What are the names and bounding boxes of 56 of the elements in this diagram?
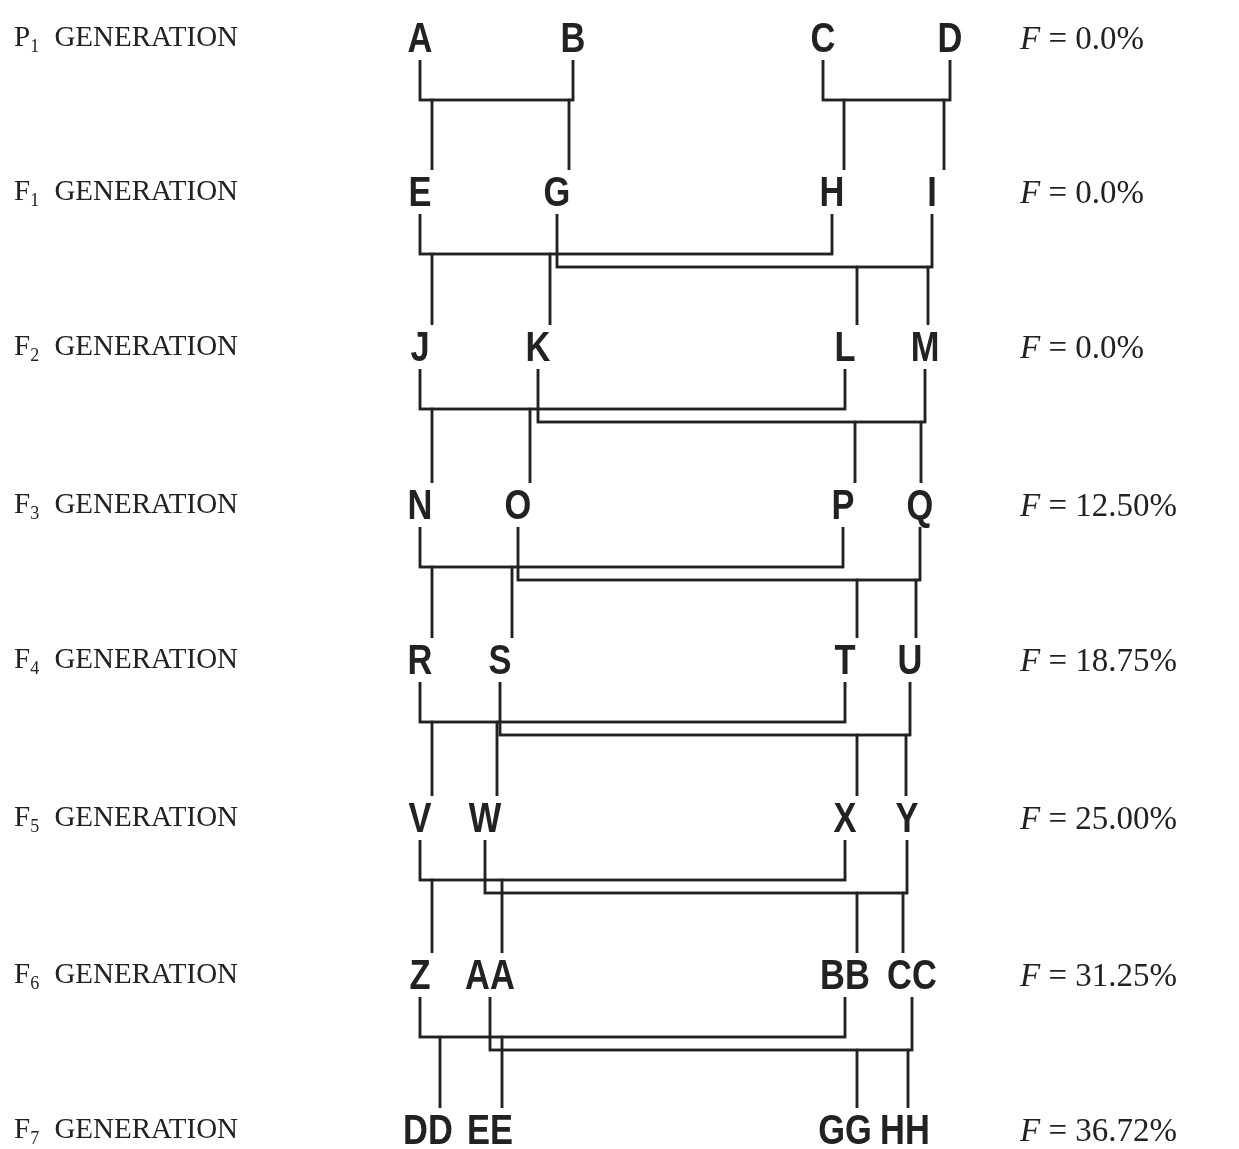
individual-label: H [819, 170, 845, 214]
individual-label: A [407, 16, 433, 60]
generation-label: F$_{1}$ GENERATION [14, 173, 239, 211]
individual-label: N [407, 483, 433, 527]
individual-label: Q [906, 483, 934, 527]
individual-label: P [831, 483, 855, 527]
inbreeding-coefficient: F = 36.72% [1020, 1111, 1178, 1149]
generation-label: F$_{4}$ GENERATION [14, 641, 239, 679]
inbreeding-coefficient: F = 25.00% [1020, 799, 1178, 837]
generation-label: P$_{1}$ GENERATION [14, 19, 239, 57]
individual-label: GG [818, 1108, 872, 1149]
pedigree-line [942, 60, 952, 170]
individual-label: J [410, 325, 430, 369]
pedigree-line [904, 682, 912, 796]
individual-label: BB [820, 953, 870, 997]
individual-label: D [937, 16, 963, 60]
individual-label: B [560, 16, 586, 60]
generation-label: F$_{5}$ GENERATION [14, 799, 239, 837]
individual-label: X [833, 796, 857, 840]
pedigree-line [926, 214, 934, 325]
individual-label: DD [403, 1108, 453, 1149]
pedigree-line [901, 840, 909, 953]
individual-label: AA [465, 953, 515, 997]
individual-label: U [897, 638, 923, 682]
pedigree-line [919, 369, 927, 483]
generation-label: F$_{7}$ GENERATION [14, 1111, 239, 1149]
individual-label: V [408, 796, 432, 840]
generation-label: F$_{6}$ GENERATION [14, 956, 239, 994]
individual-label: S [488, 638, 512, 682]
inbreeding-coefficient: F = 0.0% [1020, 328, 1145, 366]
individual-label: Y [895, 796, 919, 840]
pedigree-line [906, 997, 914, 1108]
individual-label: K [525, 325, 551, 369]
individual-label: I [927, 170, 937, 214]
individual-label: O [504, 483, 532, 527]
generation-label: F$_{3}$ GENERATION [14, 486, 239, 524]
individual-label: L [834, 325, 856, 369]
inbreeding-coefficient: F = 0.0% [1020, 173, 1145, 211]
individual-label: R [407, 638, 433, 682]
inbreeding-coefficient: F = 31.25% [1020, 956, 1178, 994]
individual-label: E [408, 170, 432, 214]
pedigree-line [914, 527, 922, 638]
individual-label: CC [887, 953, 937, 997]
inbreeding-coefficient: F = 0.0% [1020, 19, 1145, 57]
individual-label: C [810, 16, 836, 60]
individual-label: W [468, 796, 502, 840]
individual-label: EE [467, 1108, 513, 1149]
pedigree-line [567, 60, 575, 170]
inbreeding-coefficient: F = 18.75% [1020, 641, 1178, 679]
individual-label: HH [880, 1108, 930, 1149]
individual-label: M [910, 325, 940, 369]
individual-label: G [543, 170, 571, 214]
generation-label: F$_{2}$ GENERATION [14, 328, 239, 366]
inbreeding-coefficient: F = 12.50% [1020, 486, 1178, 524]
individual-label: Z [409, 953, 431, 997]
individual-label: T [834, 638, 856, 682]
